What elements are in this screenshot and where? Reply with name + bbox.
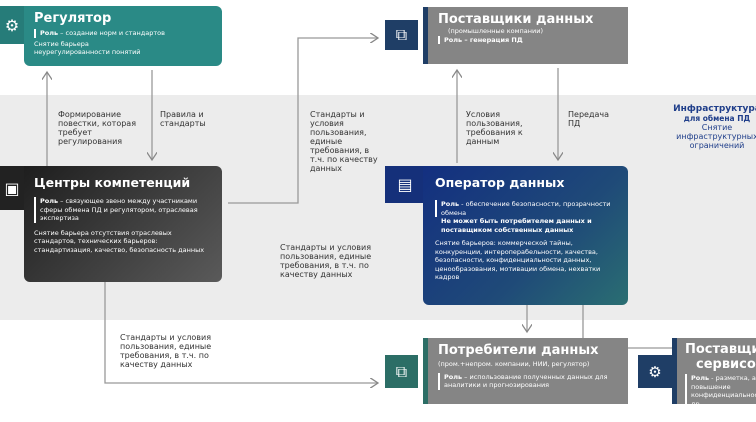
- services-role: - разметка, анализ, повышение конфиденци…: [691, 374, 756, 404]
- gears-icon: ⚙: [0, 6, 24, 44]
- centers-title: Центры компетенций: [34, 175, 191, 190]
- consumers-title: Потребители данных: [438, 343, 599, 358]
- operator-note: Не может быть потребителем данных и пост…: [441, 217, 592, 234]
- label-rules: Правила и стандарты: [160, 110, 206, 128]
- label-conditions: Условия пользования, требования к данным: [466, 110, 523, 146]
- role-label: Роль: [40, 29, 59, 37]
- consumers-card: Потребители данных (пром.+непром. компан…: [423, 338, 628, 404]
- suppliers-role: – генерация ПД: [462, 35, 523, 44]
- arrow-standards-bottom: [104, 282, 378, 383]
- operator-title: Оператор данных: [435, 175, 565, 190]
- label-agenda: Формирование повестки, которая требует р…: [58, 110, 137, 146]
- operator-role: - обеспечение безопасности, прозрачности…: [441, 200, 611, 217]
- role-label: Роль: [691, 374, 710, 382]
- consumers-role: – использование полученных данных для ан…: [444, 372, 608, 390]
- label-standards-mid: Стандарты и условия пользования, единые …: [280, 243, 372, 279]
- suppliers-card: Поставщики данных (промышленные компании…: [423, 7, 628, 64]
- label-transfer: Передача ПД: [568, 110, 609, 128]
- centers-card: Центры компетенций Роль – связующее звен…: [24, 166, 222, 282]
- role-label: Роль: [444, 372, 463, 381]
- suppliers-subtitle: (промышленные компании): [448, 27, 543, 35]
- server-icon: ▤: [385, 166, 425, 203]
- infra-text: Снятие инфраструктурных ограничений: [676, 123, 756, 150]
- services-title: Поставщики сервисов: [685, 342, 756, 372]
- cubes-icon: ⧉: [385, 20, 418, 50]
- regulator-barrier: Снятие барьера неурегулированности понят…: [34, 39, 141, 57]
- services-card: Поставщики сервисов Роль - разметка, ана…: [672, 338, 756, 404]
- infra-title: Инфраструктура: [673, 104, 756, 114]
- regulator-role: – создание норм и стандартов: [58, 29, 165, 37]
- label-standards-top: Стандарты и условия пользования, единые …: [310, 110, 378, 173]
- role-label: Роль: [441, 200, 460, 208]
- infra-subtitle: для обмена ПД: [683, 114, 751, 123]
- infrastructure-note: Инфраструктура для обмена ПД Снятие инфр…: [662, 104, 756, 150]
- consumers-subtitle: (пром.+непром. компании, НИИ, регулятор): [438, 360, 590, 368]
- label-standards-bottom: Стандарты и условия пользования, единые …: [120, 333, 212, 369]
- operator-barrier: Снятие барьеров: коммерческой тайны, кон…: [435, 239, 601, 281]
- regulator-title: Регулятор: [34, 11, 112, 26]
- arrow-standards-top: [228, 38, 378, 204]
- suppliers-title: Поставщики данных: [438, 12, 594, 27]
- cubes-icon: ⧉: [385, 355, 418, 388]
- role-label: Роль: [40, 197, 59, 205]
- gear-at-icon: ⚙: [638, 355, 672, 388]
- monitor-icon: ▣: [0, 166, 24, 210]
- centers-barrier: Снятие барьера отсутствия отраслевых ста…: [34, 228, 205, 254]
- regulator-card: Регулятор Роль – создание норм и стандар…: [24, 6, 222, 66]
- centers-role: – связующее звено между участниками сфер…: [40, 197, 198, 222]
- operator-card: Оператор данных Роль - обеспечение безоп…: [423, 166, 628, 305]
- role-label: Роль: [444, 35, 463, 44]
